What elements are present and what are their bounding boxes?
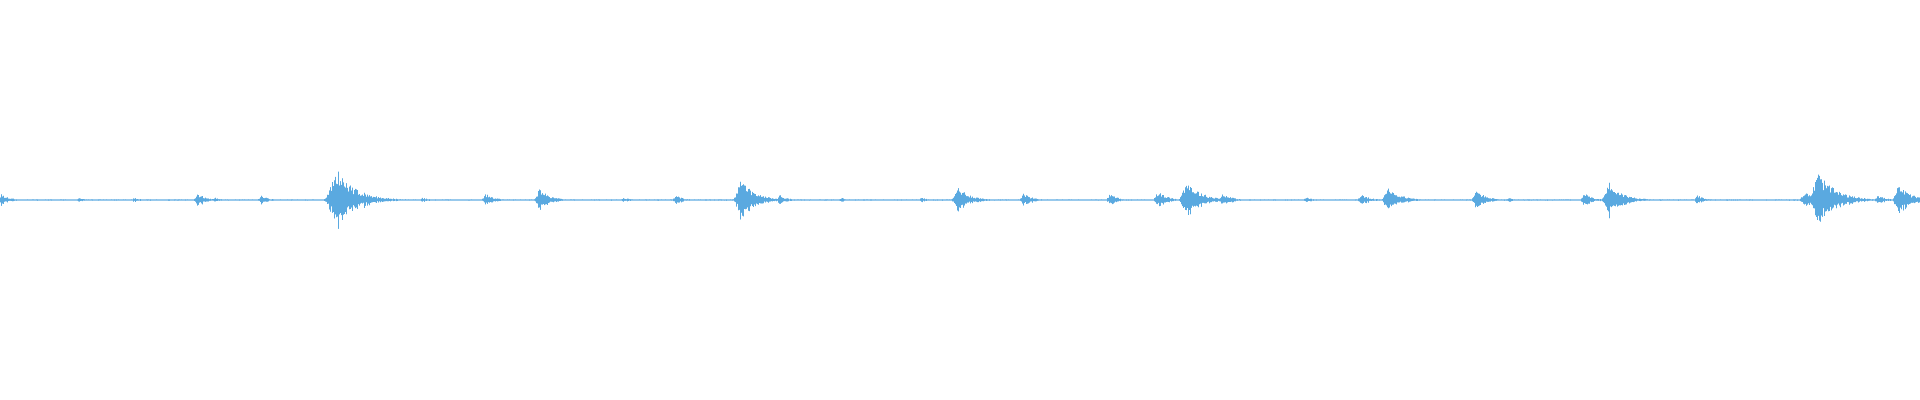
waveform-path xyxy=(0,171,1920,229)
waveform-trace xyxy=(0,171,1920,229)
